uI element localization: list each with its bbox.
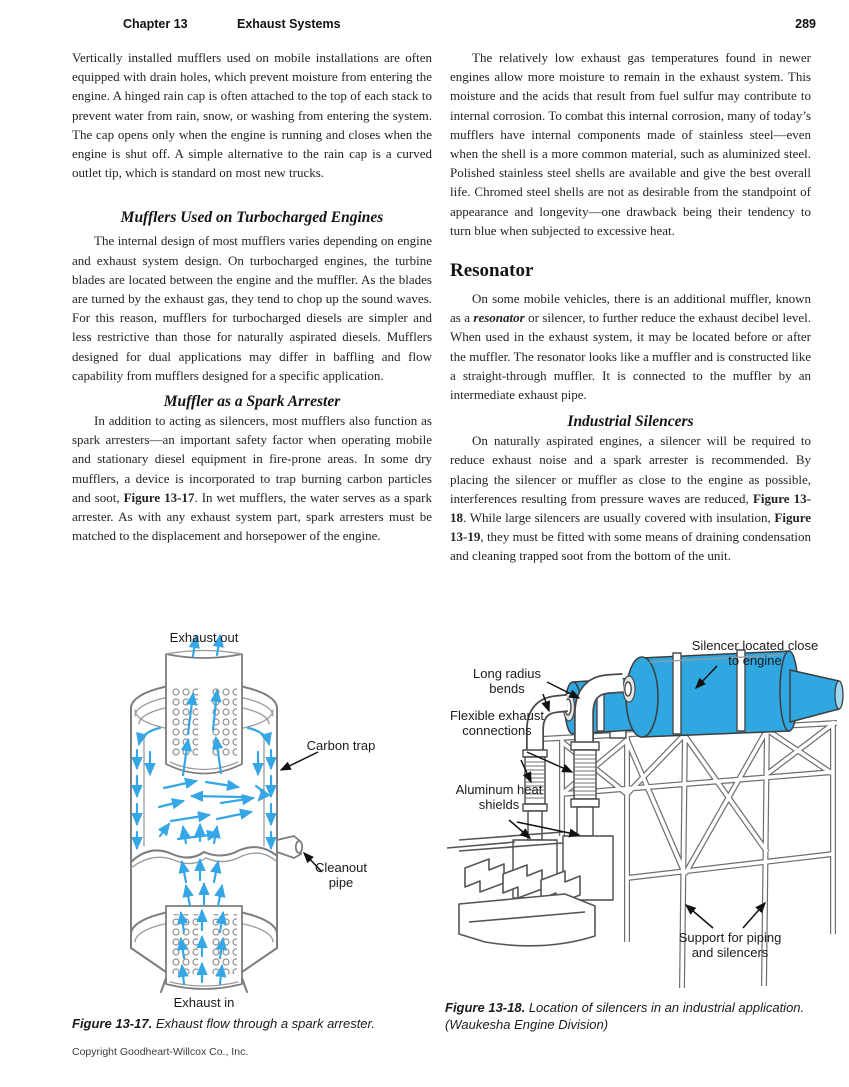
- paragraph-spark-arrester: In addition to acting as silencers, most…: [72, 413, 432, 544]
- label-exhaust-in: Exhaust in: [173, 995, 235, 1010]
- label-exhaust-out: Exhaust out: [169, 630, 239, 645]
- label-silencer-located: Silencer located close to engine: [691, 638, 819, 668]
- flexible-connections: [522, 741, 600, 841]
- right-column: The relatively low exhaust gas temperatu…: [450, 48, 811, 566]
- label-pointer-arrows: [508, 665, 766, 929]
- engine-drawing: [446, 831, 596, 947]
- paragraph-resonator: On some mobile vehicles, there is an add…: [450, 291, 811, 403]
- left-column: Vertically installed mufflers used on mo…: [72, 48, 432, 545]
- label-pointer-arrows: [279, 751, 323, 873]
- label-long-radius-bends: Long radius bends: [473, 666, 541, 696]
- paragraph-corrosion: The relatively low exhaust gas temperatu…: [450, 50, 811, 238]
- label-aluminum-heat-shields: Aluminum heat shields: [455, 782, 543, 812]
- exhaust-in-pipe: [160, 905, 248, 993]
- paragraph-industrial-silencers: On naturally aspirated engines, a silenc…: [450, 433, 811, 564]
- label-support: Support for piping and silencers: [678, 930, 782, 960]
- exhaust-flow-arrows: [131, 633, 277, 986]
- page-number: 289: [795, 17, 816, 31]
- exhaust-out-pipe: [165, 649, 243, 775]
- section-title: Exhaust Systems: [237, 17, 341, 31]
- figure-13-17-caption: Figure 13-17. Exhaust flow through a spa…: [72, 1016, 375, 1031]
- figure-13-18: Silencer located close to engine Long ra…: [445, 636, 845, 1033]
- long-radius-bend-pipes: [526, 673, 624, 754]
- copyright-notice: Copyright Goodheart-Willcox Co., Inc.: [72, 1046, 249, 1058]
- paragraph-turbocharged: The internal design of most mufflers var…: [72, 233, 432, 383]
- cleanout-pipe-part: [276, 835, 304, 859]
- heading-spark-arrester: Muffler as a Spark Arrester: [163, 393, 341, 411]
- label-carbon-trap: Carbon trap: [306, 738, 376, 753]
- heading-industrial-silencers: Industrial Silencers: [567, 413, 694, 431]
- heading-resonator: Resonator: [450, 260, 534, 282]
- spark-arrester-drawing: [130, 633, 323, 993]
- label-flexible-connections: Flexible exhaust connections: [450, 708, 544, 738]
- heading-turbocharged-mufflers: Mufflers Used on Turbocharged Engines: [120, 209, 384, 227]
- industrial-silencer-drawing: [446, 649, 844, 996]
- figure-13-18-caption: Figure 13-18. Location of silencers in a…: [445, 1000, 805, 1032]
- paragraph-rain-caps: Vertically installed mufflers used on mo…: [72, 50, 432, 181]
- label-cleanout-pipe: Cleanout pipe: [314, 860, 368, 890]
- chapter-label: Chapter 13: [123, 17, 188, 31]
- figure-13-17: Exhaust out Carbon trap Cleanout pipe Ex…: [72, 628, 428, 1033]
